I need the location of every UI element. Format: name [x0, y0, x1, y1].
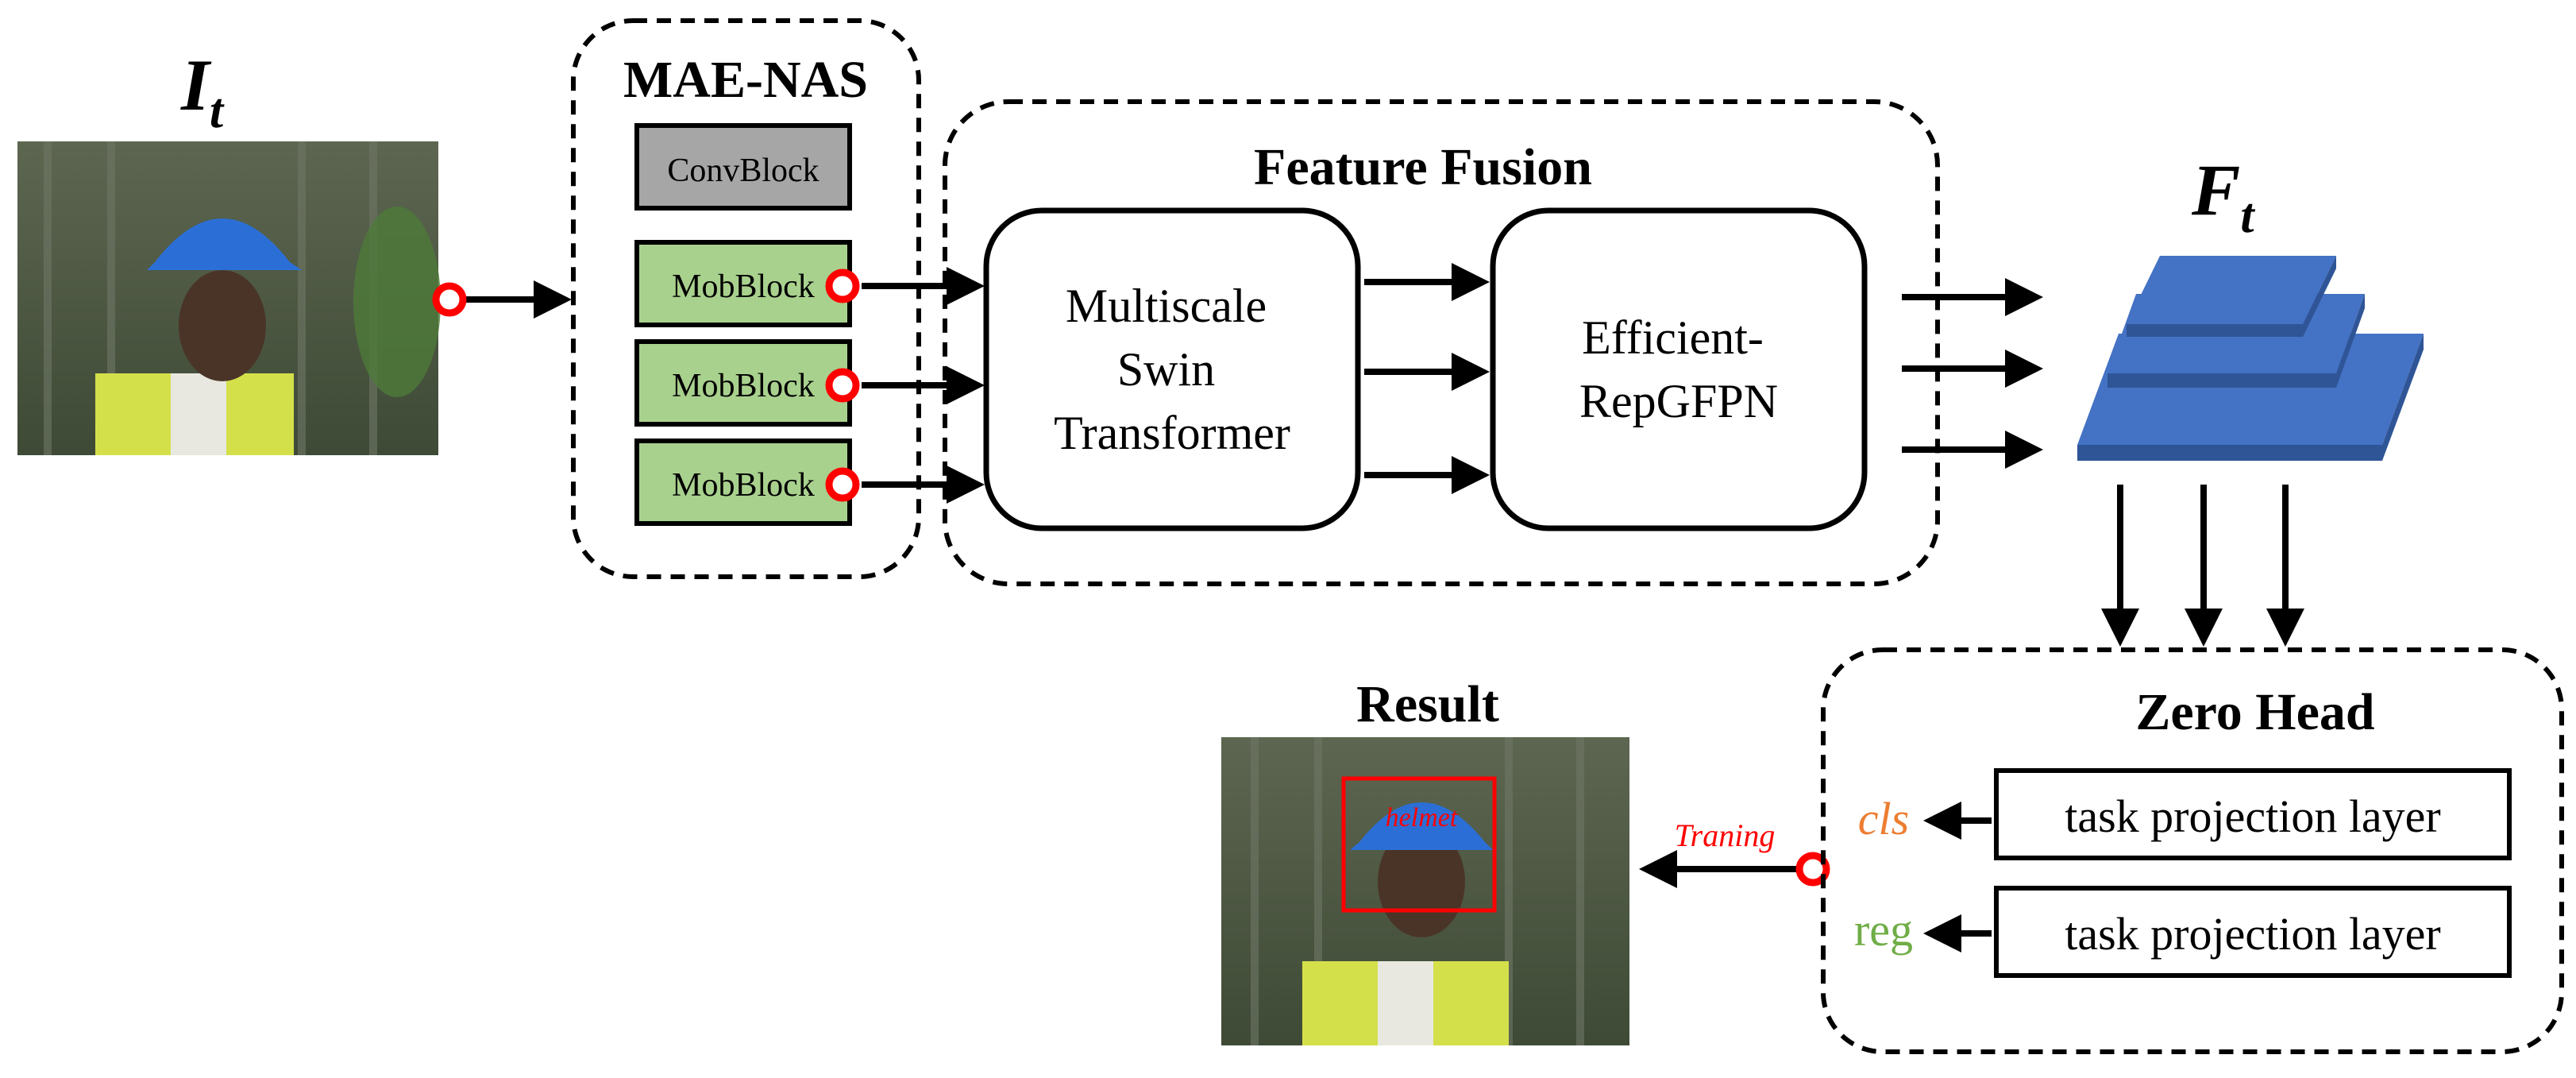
task-projection-layer-cls: [1994, 768, 2512, 860]
tap-point: [825, 467, 860, 502]
swin-transformer-block: [983, 207, 1361, 531]
cls-label: cls: [1858, 793, 1909, 844]
backbone-title: MAE-NAS: [623, 51, 868, 109]
result-photo: [1221, 737, 1629, 1045]
svg-text:Multiscale Swin Transf: Multiscale Swin Transformer: [1054, 280, 1290, 459]
head-title: Zero Head: [2135, 683, 2374, 741]
training-label: Traning: [1675, 817, 1776, 853]
input-photo: [17, 141, 441, 455]
reg-label: reg: [1854, 904, 1913, 956]
backbone-container: [571, 18, 921, 579]
fusion-container: [943, 99, 1940, 586]
svg-text:Efficient- RepGFPN: Efficient- RepGFPN: [1579, 311, 1778, 427]
gfpn-label-line: RepGFPN: [1579, 375, 1778, 427]
mob-block-1: [634, 240, 852, 327]
repgfpn-block: [1490, 207, 1868, 531]
conv-block-label: ConvBlock: [667, 153, 819, 189]
detection-box: [1341, 776, 1497, 913]
tap-point: [1795, 852, 1830, 887]
tap-point: [432, 282, 467, 317]
tap-point: [825, 368, 860, 403]
mob-block-label: MobBlock: [672, 368, 815, 404]
tap-point: [825, 269, 860, 303]
features-label: Ft: [2191, 149, 2255, 243]
input-label: It: [180, 44, 225, 138]
gfpn-label-line: Efficient-: [1582, 311, 1764, 364]
proj-label: task projection layer: [2065, 908, 2441, 960]
mob-block-label: MobBlock: [672, 467, 815, 504]
detection-label: helmet: [1386, 803, 1459, 833]
mob-block-label: MobBlock: [672, 269, 815, 305]
proj-label: task projection layer: [2065, 790, 2441, 842]
task-projection-layer-reg: [1994, 886, 2512, 978]
mob-block-3: [634, 439, 852, 526]
swin-label-line: Swin: [1117, 343, 1215, 396]
head-container: [1821, 647, 2564, 1054]
conv-block: [634, 123, 852, 211]
fusion-title: Feature Fusion: [1254, 138, 1592, 196]
result-title: Result: [1356, 675, 1499, 733]
feature-pyramid: [2077, 256, 2424, 461]
swin-label-line: Multiscale: [1066, 280, 1267, 332]
swin-label-line: Transformer: [1054, 407, 1290, 459]
